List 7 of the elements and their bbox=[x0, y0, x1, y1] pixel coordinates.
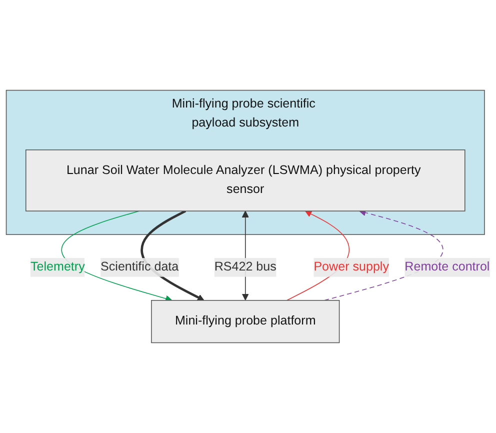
edge-label: Scientific data bbox=[100, 260, 179, 274]
edge-label: Power supply bbox=[314, 260, 389, 274]
edge-label: Remote control bbox=[404, 260, 490, 274]
edge-label: RS422 bus bbox=[214, 260, 276, 274]
node-box: Lunar Soil Water Molecule Analyzer (LSWMA) physical property sensor bbox=[25, 149, 466, 212]
edge-label: Telemetry bbox=[30, 260, 85, 274]
node-box: Mini-flying probe platform bbox=[151, 300, 340, 344]
